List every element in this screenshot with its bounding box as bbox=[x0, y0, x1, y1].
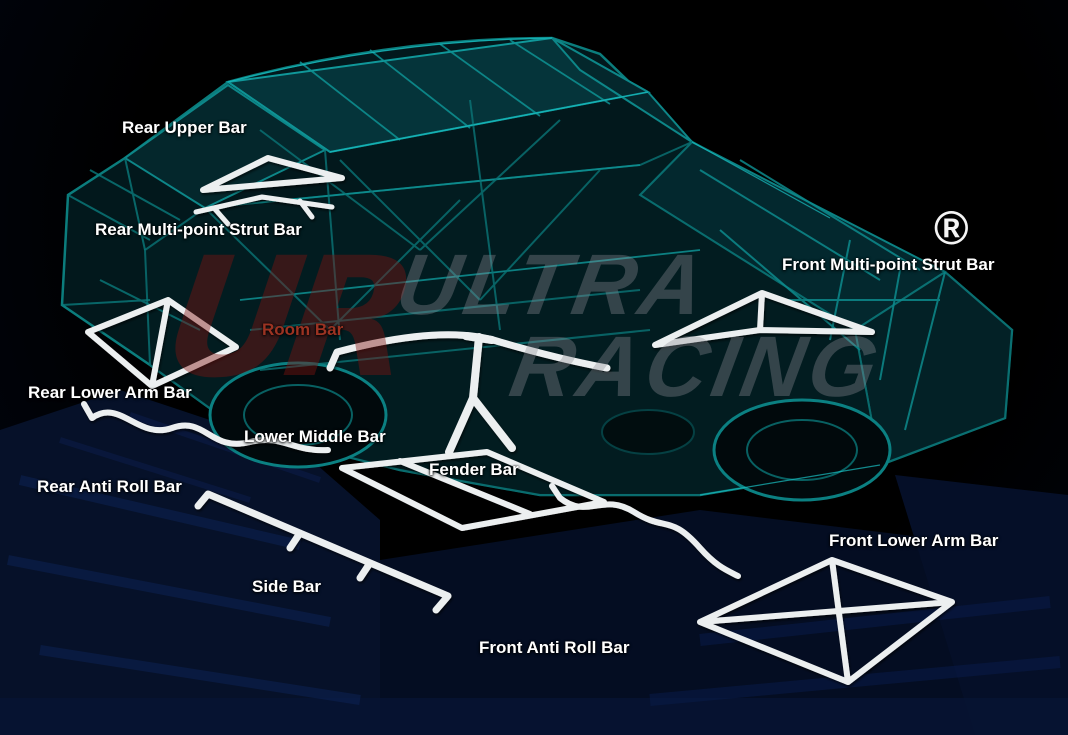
label-front-multi-point-strut-bar: Front Multi-point Strut Bar bbox=[782, 255, 995, 274]
rear-lower-arm-bar-graphic bbox=[85, 297, 239, 389]
fender-bar-graphic bbox=[445, 332, 516, 456]
front-multi-point-strut-bar-graphic bbox=[652, 290, 875, 348]
car-body-wireframe bbox=[60, 36, 1014, 502]
label-rear-anti-roll-bar: Rear Anti Roll Bar bbox=[37, 477, 182, 496]
front-lower-arm-bar-graphic bbox=[697, 557, 955, 685]
label-fender-bar: Fender Bar bbox=[429, 460, 519, 479]
rear-multi-point-strut-bar-graphic bbox=[193, 194, 335, 227]
label-side-bar: Side Bar bbox=[252, 577, 321, 596]
label-front-lower-arm-bar: Front Lower Arm Bar bbox=[829, 531, 999, 550]
registered-trademark-symbol: ® bbox=[934, 201, 969, 254]
label-rear-upper-bar: Rear Upper Bar bbox=[122, 118, 247, 137]
room-bar-graphic bbox=[326, 331, 611, 372]
front-anti-roll-bar-graphic bbox=[549, 483, 741, 579]
rear-anti-roll-bar-graphic bbox=[81, 401, 331, 454]
rear-upper-bar-graphic bbox=[200, 155, 345, 193]
label-room-bar: Room Bar bbox=[262, 320, 344, 339]
floor-rails bbox=[0, 390, 1068, 735]
label-lower-middle-bar: Lower Middle Bar bbox=[244, 427, 386, 446]
label-front-anti-roll-bar: Front Anti Roll Bar bbox=[479, 638, 630, 657]
label-rear-multi-point-strut-bar: Rear Multi-point Strut Bar bbox=[95, 220, 302, 239]
side-bar-graphic bbox=[194, 490, 452, 614]
label-rear-lower-arm-bar: Rear Lower Arm Bar bbox=[28, 383, 192, 402]
